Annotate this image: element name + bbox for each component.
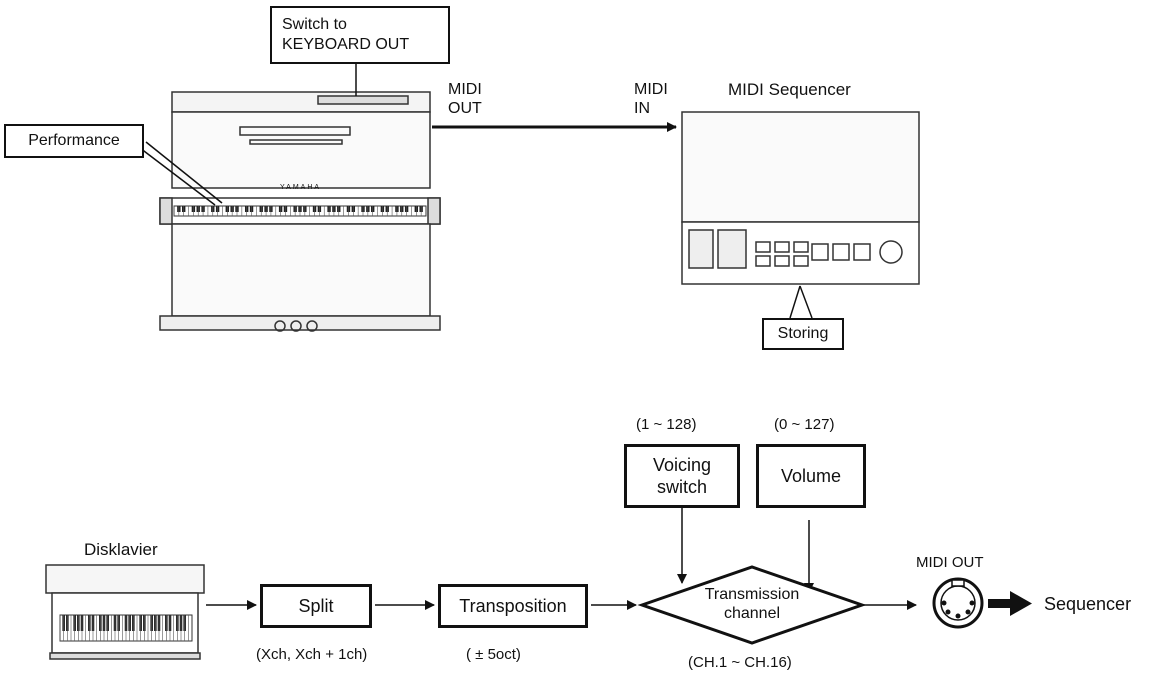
performance-callout: Performance [4, 124, 144, 158]
voicing-switch-label: Voicing switch [652, 454, 712, 498]
sequencer-destination-label: Sequencer [1044, 594, 1132, 614]
midi-out-label: MIDI OUT [448, 81, 482, 118]
arrow-to-sequencer [988, 591, 1032, 616]
piano-keyboard [173, 205, 427, 217]
disklavier-keyboard [59, 614, 193, 642]
disklavier-label: Disklavier [84, 540, 158, 559]
midi-out-connector-icon [932, 577, 984, 629]
switch-callout-text: Switch to KEYBOARD OUT [282, 16, 410, 53]
midi-in-label: MIDI IN [634, 81, 668, 118]
piano-brand: YAMAHA [280, 184, 322, 191]
disklavier-illustration [45, 564, 205, 660]
transposition-range: ( ± 5oct) [466, 646, 521, 663]
transposition-label: Transposition [459, 595, 567, 616]
transposition-box: Transposition [438, 584, 588, 628]
switch-callout: Switch to KEYBOARD OUT [270, 6, 450, 64]
sequencer-device-illustration [681, 111, 920, 285]
transmission-channel-label: Transmission channel [704, 586, 800, 623]
storing-callout: Storing [762, 318, 844, 350]
performance-callout-text: Performance [28, 132, 120, 149]
volume-label: Volume [780, 465, 842, 486]
midi-out-port-label: MIDI OUT [916, 554, 984, 571]
storing-callout-text: Storing [777, 325, 829, 342]
callout-line-storing [789, 285, 801, 319]
callout-line-performance-2 [145, 141, 223, 204]
split-label: Split [298, 595, 334, 616]
transmission-channel-range: (CH.1 ~ CH.16) [688, 654, 792, 671]
transmission-channel-diamond [637, 565, 867, 645]
callout-line-performance [139, 147, 216, 206]
sequencer-title: MIDI Sequencer [728, 80, 851, 99]
volume-range: (0 ~ 127) [774, 416, 835, 433]
voicing-switch-box: Voicing switch [624, 444, 740, 508]
volume-box: Volume [756, 444, 866, 508]
split-range: (Xch, Xch + 1ch) [256, 646, 368, 663]
voicing-range: (1 ~ 128) [636, 416, 697, 433]
split-box: Split [260, 584, 372, 628]
callout-line-storing-2 [799, 285, 813, 319]
